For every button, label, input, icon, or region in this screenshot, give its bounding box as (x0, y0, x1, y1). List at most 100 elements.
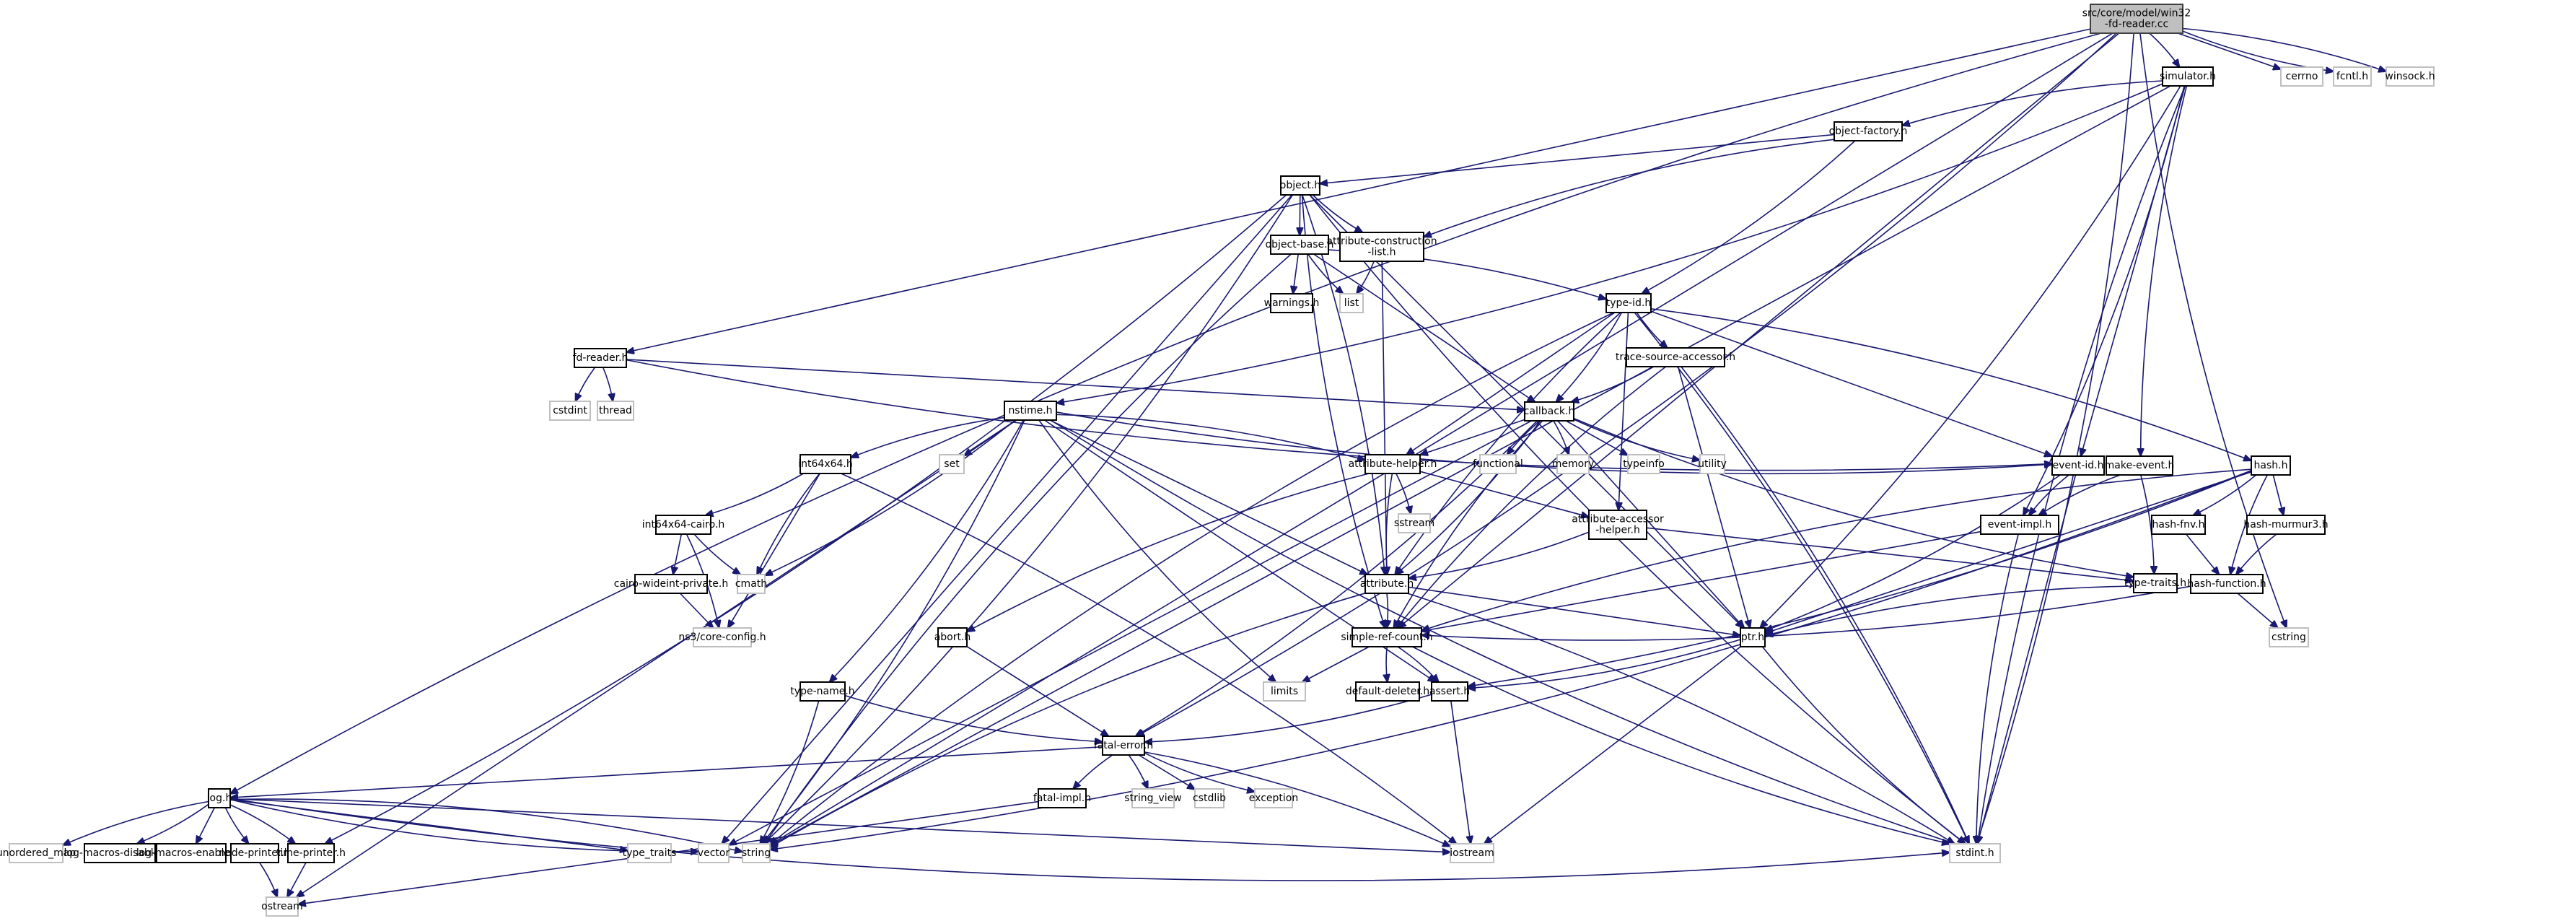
node-label: functional (1473, 458, 1523, 470)
node-string: string (742, 843, 771, 863)
node-label: fatal-impl.h (1033, 793, 1091, 804)
edge-attraccess-to-attribute (1409, 531, 1590, 578)
node-box (1834, 121, 1903, 141)
node-label: limits (1271, 686, 1298, 697)
node-fatal-impl-h[interactable]: fatal-impl.h (1033, 788, 1091, 808)
node-type-id-h[interactable]: type-id.h (1605, 293, 1652, 313)
node-fd-reader-h[interactable]: fd-reader.h (573, 348, 628, 368)
edge-simulator-to-makeevent (2141, 85, 2188, 456)
edge-log-to-stdint (229, 798, 1950, 881)
edge-object-to-vector (722, 194, 1293, 844)
node-cmath: cmath (735, 574, 767, 594)
node-nstime-h[interactable]: nstime.h (1004, 401, 1057, 421)
node-label: log.h (207, 793, 232, 804)
node-event-id-h[interactable]: event-id.h (2051, 455, 2105, 476)
node-hash-h[interactable]: hash.h (2251, 455, 2291, 476)
node-ptr-h[interactable]: ptr.h (1740, 627, 1766, 647)
node-box (1980, 515, 2059, 535)
node-box (2162, 66, 2214, 87)
node-label: ostream (261, 901, 303, 912)
edge-log-to-unorderedmap (63, 800, 209, 845)
node-box (1194, 788, 1225, 808)
node-label: type-name.h (790, 686, 854, 697)
edge-eventid-to-stdint (1978, 474, 2077, 844)
node-box (937, 627, 968, 647)
node-box (1038, 788, 1087, 808)
node-cairo-wideint-private-h[interactable]: cairo-wideint-private.h (614, 574, 728, 594)
node-label: node-printer.h (219, 847, 290, 859)
node-box (2151, 515, 2206, 535)
edge-attrhelper-to-abort (967, 473, 1370, 632)
edge-ptr-to-assert (1468, 639, 1741, 689)
node-box (1102, 736, 1145, 756)
node-fatal-error-h[interactable]: fatal-error.h (1094, 736, 1153, 756)
node-event-impl-h[interactable]: event-impl.h (1980, 515, 2059, 535)
node-node-printer-h[interactable]: node-printer.h (219, 843, 291, 863)
edge-simpleref-to-assert (1397, 646, 1439, 682)
node-label: -fd-reader.cc (2105, 19, 2168, 30)
node-object-factory-h[interactable]: object-factory.h (1829, 121, 1908, 141)
edge-int64x64-to-coreconfig (728, 473, 820, 628)
node-label: int64x64-cairo.h (642, 519, 724, 531)
edge-typeid-to-string (770, 312, 1614, 844)
edge-ptr-to-stdint (1761, 646, 1965, 844)
node-box (1556, 454, 1590, 474)
node-cstdint: cstdint (549, 401, 591, 421)
node-log-h[interactable]: log.h (207, 788, 232, 808)
node-time-printer-h[interactable]: time-printer.h (276, 843, 346, 863)
node-box (2051, 455, 2105, 476)
node-default-deleter-h[interactable]: default-deleter.h (1346, 681, 1429, 702)
node-object-base-h[interactable]: object-base.h (1266, 235, 1334, 255)
node-label: exception (1249, 793, 1298, 804)
edge-typeid-to-attraccess (1618, 312, 1629, 510)
edge-typeid-to-stdint (1634, 312, 1969, 844)
node-make-event-h[interactable]: make-event.h (2105, 455, 2175, 476)
node-log-macros-disabled-h[interactable]: log-macros-disabled.h (64, 843, 176, 863)
node-int64x64-cairo-h[interactable]: int64x64-cairo.h (642, 515, 724, 535)
edge-fdreader-to-thread (602, 367, 613, 401)
node-src-core-model-win32-fd-reader-cc[interactable]: src/core/model/win32-fd-reader.cc (2082, 4, 2191, 34)
edge-nstime-to-string (762, 419, 1025, 844)
node-hash-fnv-h[interactable]: hash-fnv.h (2151, 515, 2206, 535)
node-box (2251, 455, 2291, 476)
node-box (698, 843, 730, 863)
edge-root-to-stdint (1977, 32, 2134, 844)
node-box (1339, 293, 1364, 313)
node-assert-h[interactable]: assert.h (1429, 681, 1470, 702)
edge-root-to-simpleref (1398, 32, 2120, 628)
node-box (266, 896, 299, 917)
node-label: memory (1552, 458, 1595, 470)
node-attribute-accessor-helper-h[interactable]: attribute-accessor-helper.h (1572, 510, 1664, 540)
node-simple-ref-count-h[interactable]: simple-ref-count.h (1341, 627, 1433, 647)
node-attribute-construction-list-h[interactable]: attribute-construction-list.h (1326, 232, 1437, 262)
node-label: set (944, 458, 960, 470)
node-hash-function-h[interactable]: hash-function.h (2187, 574, 2266, 594)
node-abort-h[interactable]: abort.h (934, 627, 971, 647)
node-callback-h[interactable]: callback.h (1524, 401, 1575, 422)
node-label: ptr.h (1741, 632, 1764, 643)
node-type-traits-h[interactable]: type-traits.h (2124, 573, 2186, 593)
edge-makeevent-to-typetraitsh (2140, 474, 2154, 574)
node-warnings-h[interactable]: warnings.h (1264, 293, 1320, 313)
edge-callback-to-ptr (1557, 420, 1745, 628)
node-int64x64-h[interactable]: int64x64.h (798, 454, 853, 474)
node-simulator-h[interactable]: simulator.h (2160, 66, 2216, 87)
node-hash-murmur3-h[interactable]: hash-murmur3.h (2243, 515, 2329, 535)
node-unordered-map: unordered_map (0, 843, 76, 863)
node-label: trace-source-accessor.h (1616, 352, 1735, 363)
node-attribute-h[interactable]: attribute.h (1360, 574, 1414, 594)
node-label: hash.h (2254, 460, 2288, 471)
node-attribute-helper-h[interactable]: attribute-helper.h (1349, 454, 1437, 474)
node-trace-source-accessor-h[interactable]: trace-source-accessor.h (1616, 347, 1735, 367)
edge-attrhelper-to-attraccess (1419, 471, 1589, 517)
edge-object-to-attrconst (1312, 194, 1362, 232)
node-type-name-h[interactable]: type-name.h (790, 681, 855, 702)
edge-simpleref-to-stdint (1412, 646, 1950, 844)
node-box (156, 843, 227, 863)
node-object-h[interactable]: object.h (1280, 175, 1320, 196)
edge-assert-to-iostream (1450, 700, 1471, 844)
node-ns3-core-config-h: ns3/core-config.h (678, 627, 766, 647)
node-log-macros-enabled-h[interactable]: log-macros-enabled.h (136, 843, 246, 863)
node-label: log-macros-disabled.h (64, 847, 176, 859)
